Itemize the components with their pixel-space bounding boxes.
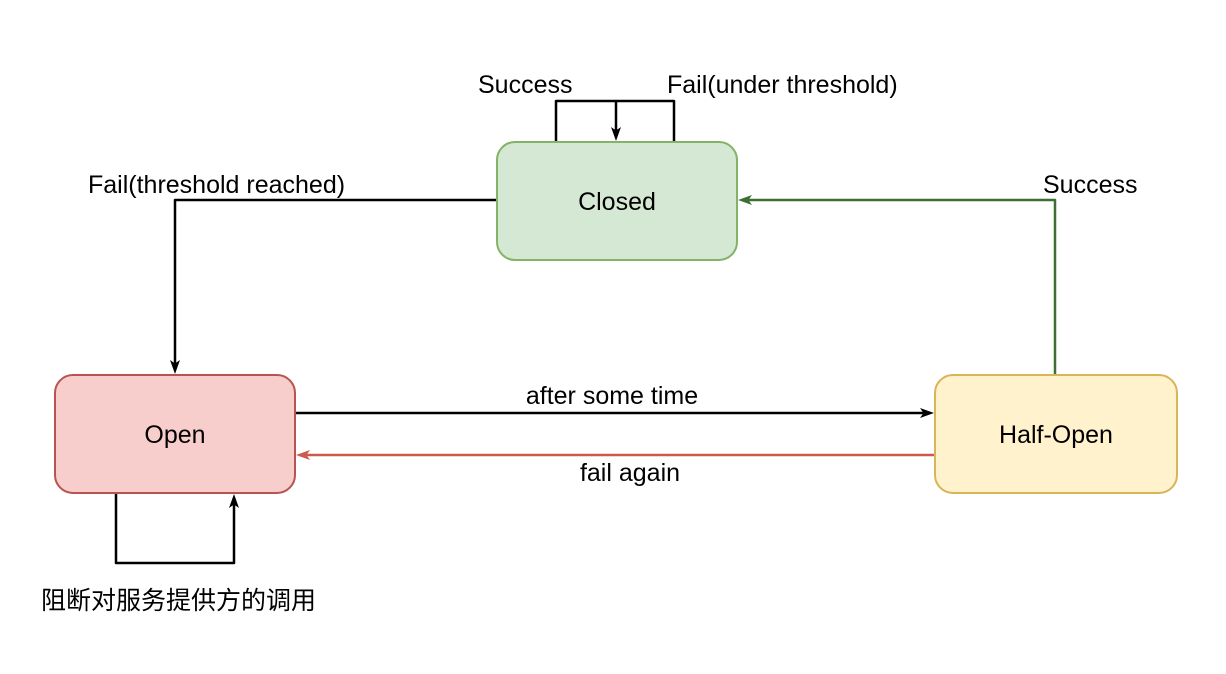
edge-half-open-to-closed	[738, 195, 1057, 375]
edge-label-after-some-time: after some time	[526, 382, 698, 410]
node-open-label: Open	[144, 421, 205, 449]
node-half-open-shape	[934, 374, 1178, 494]
edge-half-open-to-closed-line	[748, 198, 1057, 375]
edge-closed-self-loop	[554, 99, 676, 141]
arrowhead-down-into-open	[170, 360, 180, 374]
edge-label-fail-again: fail again	[580, 459, 680, 487]
edge-closed-to-open	[170, 198, 497, 374]
node-closed-label: Closed	[578, 188, 656, 216]
edge-open-self-loop-line	[114, 493, 236, 565]
arrowhead-up-into-open	[229, 494, 239, 508]
edge-label-success-top: Success	[478, 71, 572, 99]
arrowhead-left-into-closed	[738, 195, 752, 205]
node-open-shape	[54, 374, 296, 494]
node-half-open-label: Half-Open	[999, 421, 1113, 449]
edge-closed-to-open-line	[173, 198, 497, 364]
arrowhead-right-into-half-open	[920, 408, 934, 418]
edge-label-fail-threshold-reached: Fail(threshold reached)	[88, 171, 345, 199]
arrowhead-down-into-closed	[611, 127, 621, 141]
node-closed: Closed	[496, 141, 738, 261]
edge-open-self-loop	[114, 493, 239, 565]
edge-half-open-to-open	[296, 450, 935, 460]
arrowhead-left-into-open	[296, 450, 310, 460]
node-half-open: Half-Open	[934, 374, 1178, 494]
edge-label-block-provider-calls: 阻断对服务提供方的调用	[41, 587, 316, 615]
node-open: Open	[54, 374, 296, 494]
edge-label-success-right: Success	[1043, 171, 1137, 199]
edge-label-fail-under-threshold: Fail(under threshold)	[667, 71, 898, 99]
node-closed-shape	[496, 141, 738, 261]
edge-open-to-half-open	[295, 408, 934, 418]
